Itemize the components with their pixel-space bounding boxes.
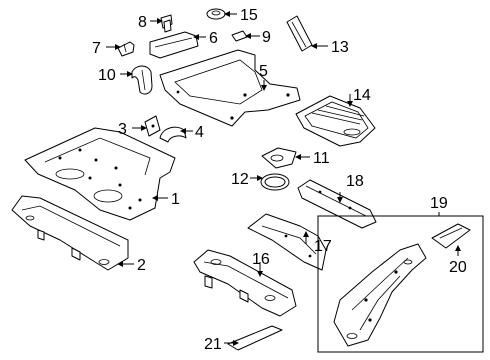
part-16 bbox=[193, 249, 297, 317]
callout-19: 19 bbox=[430, 195, 448, 216]
callout-12: 12 bbox=[231, 171, 263, 188]
callout-label-13: 13 bbox=[331, 39, 349, 56]
callout-label-10: 10 bbox=[98, 67, 116, 84]
part-1 bbox=[24, 127, 176, 221]
callout-label-3: 3 bbox=[118, 121, 127, 138]
part-6 bbox=[149, 31, 199, 59]
callout-18: 18 bbox=[337, 173, 364, 203]
callout-7: 7 bbox=[92, 40, 121, 57]
callout-label-21: 21 bbox=[204, 336, 222, 353]
callout-label-19: 19 bbox=[430, 195, 448, 212]
part-7 bbox=[117, 41, 135, 57]
part-21 bbox=[227, 325, 283, 351]
callout-label-18: 18 bbox=[346, 173, 364, 190]
callout-label-20: 20 bbox=[449, 259, 467, 276]
callout-label-9: 9 bbox=[262, 29, 271, 46]
part-9 bbox=[231, 30, 248, 42]
part-11 bbox=[261, 147, 297, 169]
part-18 bbox=[297, 179, 377, 229]
part-13 bbox=[286, 15, 313, 52]
callout-label-16: 16 bbox=[252, 251, 270, 268]
part-4 bbox=[159, 126, 187, 143]
part-12 bbox=[260, 173, 290, 191]
callout-label-1: 1 bbox=[171, 191, 180, 208]
callout-11: 11 bbox=[295, 150, 330, 167]
callout-14: 14 bbox=[347, 87, 371, 107]
callout-label-11: 11 bbox=[313, 150, 330, 167]
part-15 bbox=[206, 8, 226, 20]
callout-9: 9 bbox=[245, 29, 271, 46]
callout-label-12: 12 bbox=[231, 171, 249, 188]
part-3 bbox=[144, 115, 161, 137]
callout-8: 8 bbox=[138, 14, 163, 31]
group-19-box bbox=[317, 215, 484, 353]
part-8 bbox=[160, 14, 173, 33]
callout-10: 10 bbox=[98, 67, 133, 84]
callout-label-15: 15 bbox=[240, 7, 258, 24]
part-20 bbox=[431, 223, 471, 249]
callout-label-14: 14 bbox=[353, 87, 371, 104]
callout-label-2: 2 bbox=[137, 257, 146, 274]
callout-13: 13 bbox=[311, 39, 349, 56]
callout-20: 20 bbox=[449, 245, 467, 276]
callout-1: 1 bbox=[152, 191, 180, 208]
callout-16: 16 bbox=[252, 251, 270, 277]
callout-label-17: 17 bbox=[314, 238, 332, 255]
callout-label-6: 6 bbox=[209, 30, 218, 47]
part-10 bbox=[131, 65, 153, 95]
part-17 bbox=[247, 213, 327, 271]
callout-6: 6 bbox=[193, 30, 218, 47]
callout-3: 3 bbox=[118, 121, 147, 138]
callout-2: 2 bbox=[117, 257, 146, 274]
callout-15: 15 bbox=[224, 7, 258, 24]
part-14 bbox=[295, 95, 376, 147]
callout-5: 5 bbox=[259, 63, 268, 91]
part-5 bbox=[159, 49, 301, 127]
part-19 bbox=[333, 243, 427, 347]
callout-label-4: 4 bbox=[195, 124, 204, 141]
callout-21: 21 bbox=[204, 336, 239, 353]
callout-4: 4 bbox=[180, 124, 204, 141]
callout-17: 17 bbox=[303, 231, 332, 255]
callout-label-5: 5 bbox=[259, 63, 268, 80]
callout-label-8: 8 bbox=[138, 14, 147, 31]
callout-label-7: 7 bbox=[92, 40, 101, 57]
